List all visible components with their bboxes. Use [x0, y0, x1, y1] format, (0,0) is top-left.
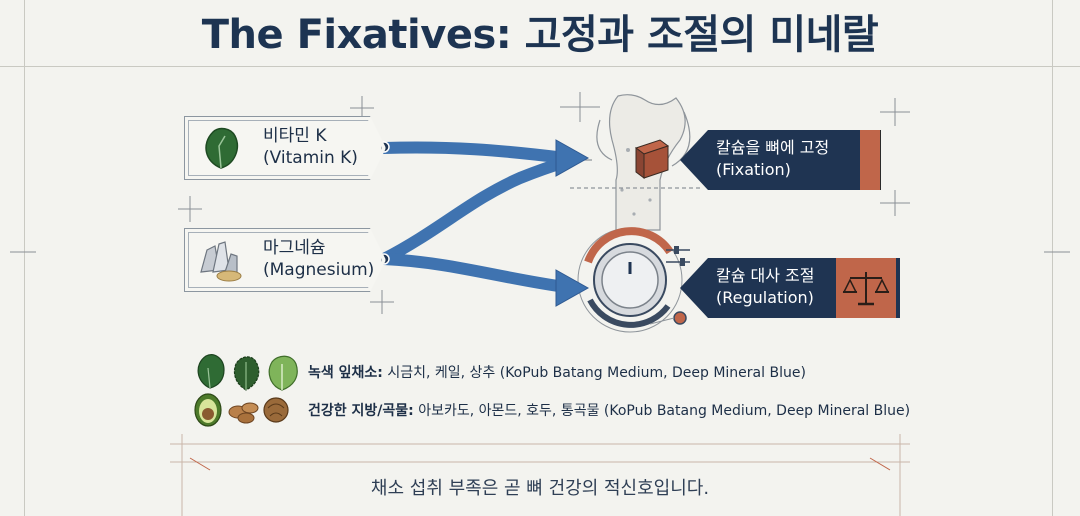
footer-note: 채소 섭취 부족은 곧 뼈 건강의 적신호입니다.: [370, 478, 710, 499]
arrow-magnesium-to-dial: [378, 253, 571, 293]
frame-right-border: [1052, 0, 1053, 516]
regulation-accent-box: [836, 258, 896, 318]
fixation-accent-bar: [860, 130, 881, 190]
frame-top-border: [0, 66, 1080, 67]
arrow-heads: [555, 139, 590, 307]
food-row-greens: 녹색 잎채소: 시금치, 케일, 상추 (KoPub Batang Medium…: [308, 362, 806, 382]
arrow-magnesium-to-bone: [378, 156, 571, 265]
fixation-line2: (Fixation): [716, 160, 791, 179]
regulation-text: 칼슘 대사 조절 (Regulation): [716, 265, 815, 309]
vitamin-k-sub: (Vitamin K): [263, 148, 358, 168]
walnut-icon: [263, 397, 289, 423]
regulation-line1: 칼슘 대사 조절: [716, 266, 815, 285]
spinach-leaf-icon: [197, 124, 245, 172]
vitamin-k-tag: 비타민 K (Vitamin K): [184, 116, 386, 180]
fixation-line1: 칼슘을 뼈에 고정: [716, 138, 830, 157]
fixation-callout: 칼슘을 뼈에 고정 (Fixation): [680, 130, 880, 190]
vitamin-k-tag-border: [188, 120, 382, 176]
balance-scale-icon: [842, 272, 890, 306]
bone-block-icon: [634, 139, 670, 179]
magnesium-tag-border: [188, 232, 382, 288]
food-row-fats: 건강한 지방/곡물: 아보카도, 아몬드, 호두, 통곡물 (KoPub Bat…: [308, 400, 910, 420]
leafy-greens-icons: [197, 354, 298, 391]
avocado-icon: [194, 393, 222, 427]
arrow-vitamin-k-to-bone: [378, 141, 571, 164]
bone-illustration: [566, 94, 700, 231]
page-title: The Fixatives: 고정과 조절의 미네랄: [201, 12, 879, 58]
greens-label: 녹색 잎채소:: [308, 365, 383, 381]
crosshair-marks: [10, 92, 1070, 314]
magnesium-tag: 마그네슘 (Magnesium): [184, 228, 386, 292]
fats-grains-icons: [194, 393, 289, 427]
almond-icon: [228, 402, 259, 424]
mineral-crystal-icon: [193, 236, 245, 284]
flow-arrows: [378, 141, 571, 293]
greens-text: 시금치, 케일, 상추 (KoPub Batang Medium, Deep M…: [382, 365, 806, 381]
regulation-dial: [577, 227, 690, 333]
magnesium-label: 마그네슘 (Magnesium): [263, 237, 374, 281]
magnesium-sub: (Magnesium): [263, 260, 375, 280]
vitamin-k-name: 비타민 K: [263, 126, 327, 146]
fixation-text: 칼슘을 뼈에 고정 (Fixation): [716, 137, 829, 181]
note-frame: [170, 434, 910, 516]
fats-label: 건강한 지방/곡물:: [308, 403, 414, 419]
spinach-icon: [197, 354, 225, 389]
lettuce-icon: [268, 355, 298, 391]
kale-icon: [233, 356, 260, 391]
vitamin-k-label: 비타민 K (Vitamin K): [263, 125, 358, 169]
magnesium-name: 마그네슘: [263, 238, 326, 258]
fats-text: 아보카도, 아몬드, 호두, 통곡물 (KoPub Batang Medium,…: [413, 403, 911, 419]
frame-left-border: [24, 0, 25, 516]
regulation-line2: (Regulation): [716, 288, 814, 307]
